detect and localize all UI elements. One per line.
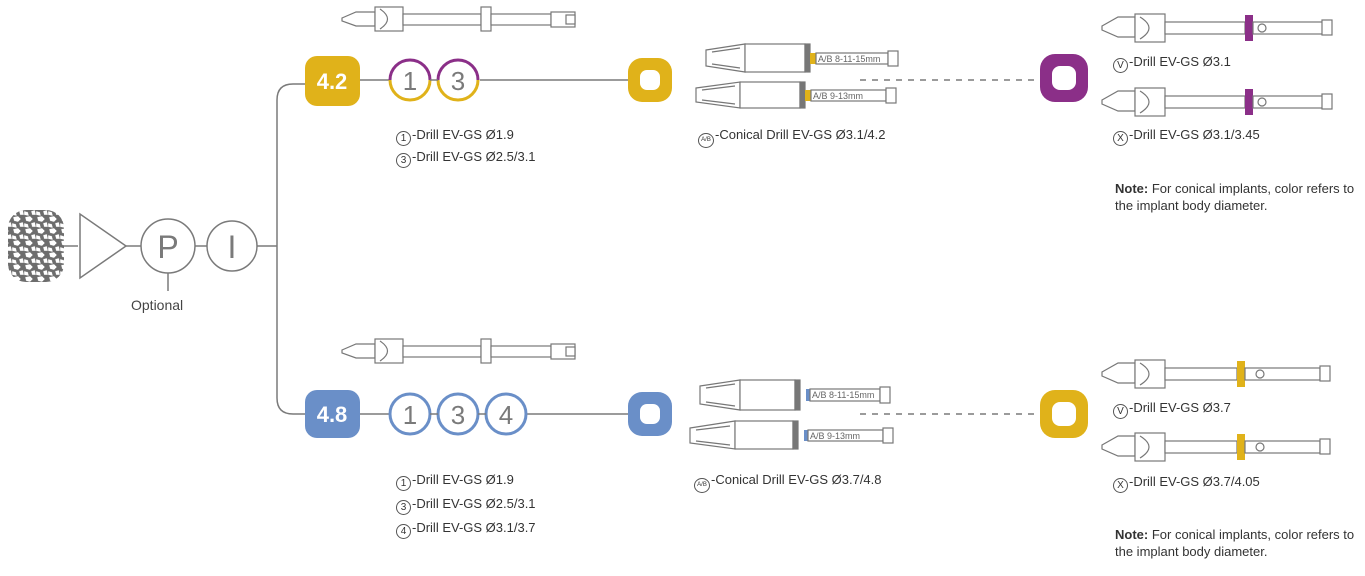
diameter-badge-4-2: 4.2 bbox=[305, 56, 360, 106]
drill-label-1: 1-Drill EV-GS Ø1.9 bbox=[396, 472, 514, 491]
svg-text:4: 4 bbox=[499, 400, 513, 430]
conical-drill-label: A/B-Conical Drill EV-GS Ø3.7/4.8 bbox=[694, 472, 882, 493]
option-drill-icon bbox=[1101, 87, 1333, 117]
optional-label: Optional bbox=[131, 297, 184, 313]
implant-ring-purple-icon bbox=[1040, 54, 1088, 102]
step-p-label: P bbox=[157, 229, 178, 265]
step-i-circle: I bbox=[206, 220, 258, 272]
svg-text:A/B 9-13mm: A/B 9-13mm bbox=[813, 91, 863, 101]
connector-lines bbox=[64, 79, 1040, 415]
option-drill-label-x: X-Drill EV-GS Ø3.1/3.45 bbox=[1113, 127, 1260, 146]
step-circle-3-4-8: 3 bbox=[436, 392, 480, 436]
option-drill-label-x: X-Drill EV-GS Ø3.7/4.05 bbox=[1113, 474, 1260, 493]
svg-text:1: 1 bbox=[403, 66, 417, 96]
svg-text:1: 1 bbox=[403, 400, 417, 430]
svg-text:A/B 9-13mm: A/B 9-13mm bbox=[810, 431, 860, 441]
option-drill-label-v: V-Drill EV-GS Ø3.7 bbox=[1113, 400, 1231, 419]
drill-label-3: 3-Drill EV-GS Ø2.5/3.1 bbox=[396, 149, 536, 168]
conical-drill-icon: A/B 9-13mm bbox=[689, 420, 894, 450]
svg-text:3: 3 bbox=[451, 400, 465, 430]
pilot-drill-icon bbox=[341, 338, 576, 364]
drill-label-1: 1-Drill EV-GS Ø1.9 bbox=[396, 127, 514, 146]
step-circle-3-4-2: 3 bbox=[436, 58, 480, 102]
step-circle-4-4-8: 4 bbox=[484, 392, 528, 436]
option-drill-icon bbox=[1101, 432, 1331, 462]
note-text: Note: For conical implants, color refers… bbox=[1115, 527, 1355, 559]
step-i-label: I bbox=[228, 229, 237, 265]
implant-ring-gold-icon bbox=[1040, 390, 1088, 438]
conical-drill-icon: A/B 9-13mm bbox=[695, 81, 897, 109]
conical-drill-icon: A/B 8-11-15mm bbox=[699, 379, 891, 411]
diameter-badge-4-8: 4.8 bbox=[305, 390, 360, 438]
option-drill-label-v: V-Drill EV-GS Ø3.1 bbox=[1113, 54, 1231, 73]
pilot-drill-icon bbox=[341, 6, 576, 32]
step-circle-1-4-8: 1 bbox=[388, 392, 432, 436]
svg-text:A/B 8-11-15mm: A/B 8-11-15mm bbox=[818, 54, 880, 64]
option-drill-icon bbox=[1101, 13, 1333, 43]
step-p-circle: P bbox=[140, 218, 196, 274]
svg-text:A/B 8-11-15mm: A/B 8-11-15mm bbox=[812, 390, 874, 400]
option-drill-icon bbox=[1101, 359, 1331, 389]
implant-ring-gold-icon bbox=[628, 58, 672, 102]
pilot-triangle-icon bbox=[79, 212, 128, 280]
step-circle-1-4-2: 1 bbox=[388, 58, 432, 102]
conical-drill-label: A/B-Conical Drill EV-GS Ø3.1/4.2 bbox=[698, 127, 886, 148]
note-text: Note: For conical implants, color refers… bbox=[1115, 181, 1355, 213]
bone-icon bbox=[8, 210, 64, 282]
drill-label-3: 3-Drill EV-GS Ø2.5/3.1 bbox=[396, 496, 536, 515]
diameter-4-8-label: 4.8 bbox=[317, 402, 348, 427]
drill-label-4: 4-Drill EV-GS Ø3.1/3.7 bbox=[396, 520, 536, 539]
svg-text:3: 3 bbox=[451, 66, 465, 96]
conical-drill-icon: A/B 8-11-15mm bbox=[705, 43, 899, 73]
implant-ring-blue-icon bbox=[628, 392, 672, 436]
diameter-4-2-label: 4.2 bbox=[317, 69, 348, 94]
